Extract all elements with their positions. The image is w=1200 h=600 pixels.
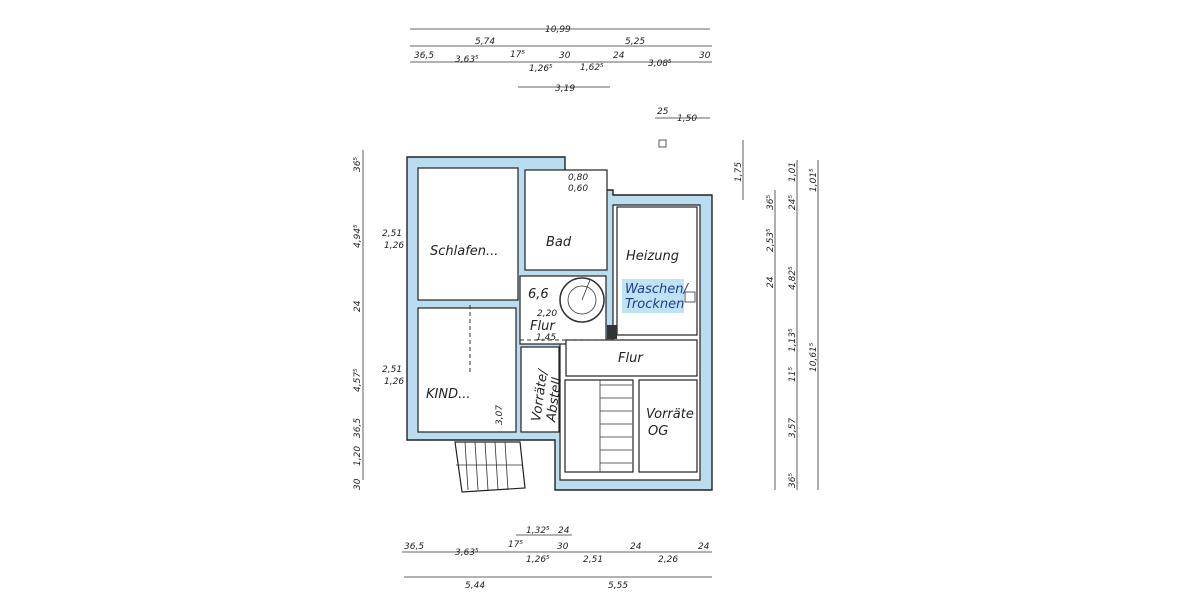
label-waschen: Waschen/ [625, 282, 690, 297]
room-schlafen [417, 167, 519, 301]
dim-bottom: 3,63⁵ [455, 548, 479, 558]
dim-window: 2,51 [382, 365, 402, 375]
dim-top: 1,50 [677, 114, 697, 124]
spiral-stair-line [581, 279, 591, 301]
dim-top: 5,25 [625, 37, 645, 47]
left-dimensions: 36⁵ 4,94⁵ 24 4,57⁵ 36,5 1,20 30 2,51 1,2… [353, 150, 588, 490]
room-vorraete-og [638, 379, 698, 473]
dim-top: 30 [559, 51, 571, 61]
dim-left: 36,5 [353, 418, 363, 438]
dim-window: 0,60 [568, 184, 588, 194]
room-stair [564, 379, 634, 473]
label-vorraete-og-1: Vorräte [646, 407, 694, 422]
dim-right: 24 [766, 276, 776, 288]
spiral-stair-core [567, 285, 597, 315]
waschen-highlight [622, 279, 684, 313]
label-trocknen: Trocknen [625, 297, 684, 312]
chimney [658, 139, 667, 148]
dim-top: 5,74 [475, 37, 495, 47]
label-flur-right: Flur [618, 351, 644, 366]
dim-bottom: 24 [698, 542, 710, 552]
dim-bottom: 2,26 [658, 555, 678, 565]
dim-top: 17⁵ [510, 50, 525, 60]
washer-symbol [684, 291, 696, 303]
dim-right: 36⁵ [788, 473, 798, 488]
label-vorraete-og-2: OG [648, 424, 668, 439]
dim-top: 1,26⁵ [529, 64, 553, 74]
dim-right: 24⁵ [788, 195, 798, 210]
spiral-stair [559, 277, 605, 323]
label-flur-left: Flur [530, 319, 556, 334]
dim-interior: 1,45 [536, 333, 556, 343]
dim-bottom: 5,44 [465, 581, 485, 591]
dim-top: 36,5 [414, 51, 434, 61]
dim-right: 4,82⁵ [788, 266, 798, 290]
dim-bottom: 2,51 [583, 555, 603, 565]
dim-right: 1,01⁵ [809, 168, 819, 192]
dim-right: 11⁵ [788, 367, 798, 382]
shaft [607, 325, 617, 339]
dim-left: 4,57⁵ [353, 368, 363, 392]
label-vorraete-abstell-1: Vorräte/ [529, 367, 551, 422]
dim-right: 1,13⁵ [788, 328, 798, 352]
dim-right: 3,57 [788, 418, 798, 438]
dim-window: 0,80 [568, 173, 588, 183]
dim-bottom: 24 [630, 542, 642, 552]
room-kind [417, 307, 517, 433]
walls [406, 139, 713, 493]
dim-left: 24 [353, 300, 363, 312]
label-flur-area: 6,6 [528, 287, 549, 302]
dim-top: 30 [699, 51, 711, 61]
dim-top: 24 [613, 51, 625, 61]
dim-interior: 2,20 [537, 309, 557, 319]
outside-stair [454, 441, 526, 493]
dim-left: 36⁵ [353, 157, 363, 172]
dim-bottom: 36,5 [404, 542, 424, 552]
dim-left: 4,94⁵ [353, 224, 363, 248]
label-schlafen: Schlafen... [430, 244, 498, 259]
room-vorraete-abstell [520, 346, 560, 433]
dim-bottom: 5,55 [608, 581, 628, 591]
dim-top: 1,62⁵ [580, 63, 604, 73]
dim-window: 2,51 [382, 229, 402, 239]
dim-left: 30 [353, 478, 363, 490]
dim-bottom: 1,32⁵ [526, 526, 550, 536]
label-kind: KIND... [426, 387, 471, 402]
dim-left: 1,20 [353, 446, 363, 466]
label-bad: Bad [546, 235, 572, 250]
room-flur-right [565, 339, 698, 377]
dim-top: 3,63⁵ [455, 55, 479, 65]
dim-bottom: 30 [557, 542, 569, 552]
dim-right: 10,61⁵ [809, 342, 819, 372]
dim-right: 36⁵ [766, 195, 776, 210]
label-heizung: Heizung [626, 249, 679, 264]
room-bad [524, 169, 608, 271]
dim-top: 25 [657, 107, 669, 117]
dim-interior: 3,07 [495, 405, 505, 425]
dim-bottom: 17⁵ [508, 540, 523, 550]
interior-stair-steps [599, 380, 632, 472]
dim-right: 2,53⁵ [766, 228, 776, 252]
room-labels: Schlafen... KIND... Bad 6,6 Flur Heizung… [426, 235, 694, 439]
dim-right: 1,01 [788, 162, 798, 182]
label-vorraete-abstell-2: Abstell [544, 376, 565, 423]
dim-bottom: 24 [558, 526, 570, 536]
dim-window: 1,26 [384, 377, 404, 387]
dim-top-total: 10,99 [545, 25, 571, 35]
room-heizung [616, 206, 698, 336]
right-dimensions: 1,75 36⁵ 2,53⁵ 24 1,13⁵ 11⁵ 3,57 36⁵ 24⁵… [734, 140, 819, 490]
dim-top: 3,08⁵ [648, 59, 672, 69]
dim-right: 1,75 [734, 162, 744, 182]
bottom-dimensions: 1,32⁵ 24 36,5 3,63⁵ 17⁵ 1,26⁵ 30 2,51 24… [402, 526, 712, 591]
dim-top: 3,19 [555, 84, 575, 94]
dim-window: 1,26 [384, 241, 404, 251]
dim-bottom: 1,26⁵ [526, 555, 550, 565]
top-dimensions: 10,99 5,74 5,25 36,5 3,63⁵ 17⁵ 1,26⁵ 30 … [410, 25, 712, 124]
